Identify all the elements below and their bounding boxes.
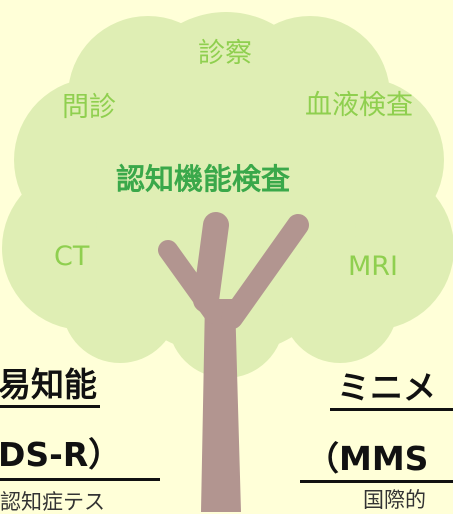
- canopy-label-shinsatsu: 診察: [198, 38, 252, 69]
- left-title-underline-2: [0, 478, 160, 481]
- canopy-label-blood-test: 血液検査: [305, 90, 413, 121]
- canopy-label-monshin: 問診: [62, 92, 116, 123]
- right-panel-title-line2: （MMS: [306, 439, 429, 478]
- canopy-label-cognitive-test: 認知機能検査: [116, 162, 291, 196]
- left-panel-title-line2: DS-R）: [0, 435, 122, 474]
- left-title-underline-1: [0, 405, 100, 408]
- left-panel-body: 認知症テス: [0, 490, 105, 514]
- canopy-label-ct: CT: [54, 241, 90, 272]
- canopy-label-mri: MRI: [348, 251, 399, 282]
- right-title-underline-1: [330, 408, 453, 411]
- right-panel-title-line1: ミニメ: [337, 368, 436, 407]
- tree-trunk: [158, 212, 309, 512]
- left-panel-title-line1: 易知能: [0, 365, 97, 404]
- right-title-underline-2: [300, 480, 453, 483]
- right-panel-body: 国際的: [363, 488, 426, 512]
